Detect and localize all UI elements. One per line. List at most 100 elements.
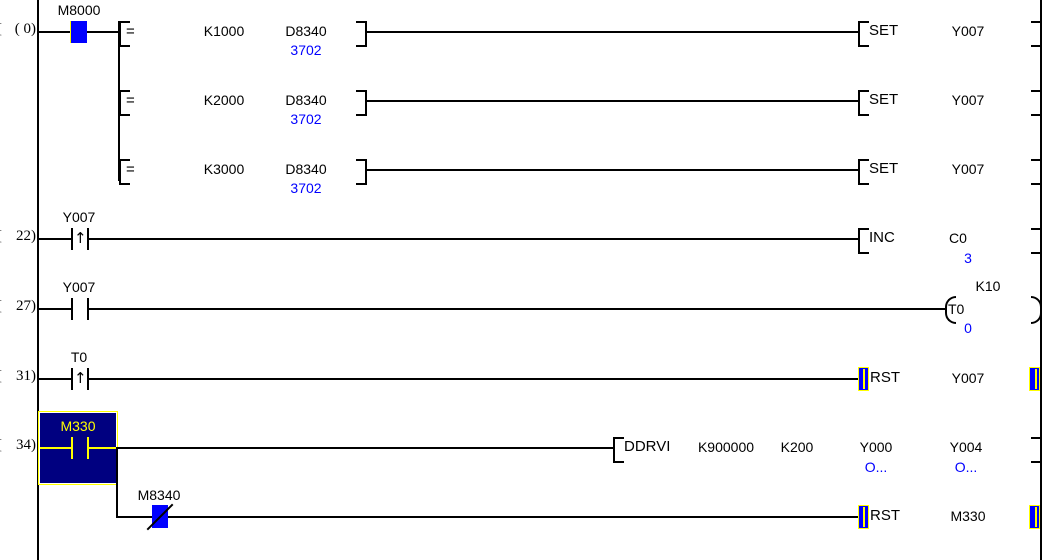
left-power-rail (37, 0, 39, 560)
wire-rung27-right (89, 308, 945, 310)
wire-rung22-right (89, 238, 859, 240)
close-bracket-cmp-0 (356, 21, 367, 47)
monitor-value-1-1: 3702 (290, 111, 322, 127)
wire-rung22-left (39, 238, 71, 240)
instruction-inc[interactable]: INC (869, 229, 895, 246)
instruction-set-2[interactable]: SET (869, 160, 899, 177)
close-bracket-set-1 (1031, 90, 1042, 116)
coil-left-t0 (945, 296, 956, 324)
compare-operator-1: = (126, 92, 135, 109)
monitor-value-ddrvi-2: O... (864, 459, 888, 475)
step-bracket-4: [ (0, 437, 2, 454)
close-bracket-inc (1031, 228, 1042, 254)
output-device-1: Y007 (951, 92, 985, 108)
wire-rung0-after-contact (87, 31, 119, 33)
output-device-m330-rst: M330 (950, 508, 986, 524)
monitor-value-c0: 3 (964, 250, 972, 266)
instruction-ddrvi[interactable]: DDRVI (624, 438, 671, 455)
open-bracket-rst-m330-selected[interactable] (858, 505, 869, 529)
contact-bar-right (87, 228, 89, 250)
step-number-1: 22) (16, 228, 36, 244)
wire-branch-1 (365, 100, 859, 102)
close-bracket-cmp-2 (356, 159, 367, 185)
open-bracket-ddrvi (613, 437, 624, 463)
contact-bar-left (71, 437, 73, 459)
contact-highlight-edge (70, 21, 71, 43)
instruction-rst-m330[interactable]: RST (870, 507, 900, 524)
wire-branch-0 (365, 31, 859, 33)
operand-ddrvi-0: K900000 (697, 439, 755, 455)
step-bracket-0: [ (0, 21, 2, 38)
close-bracket-rst-y007-selected[interactable] (1029, 367, 1040, 391)
instruction-set-0[interactable]: SET (869, 22, 899, 39)
device-label-m8340: M8340 (137, 487, 181, 503)
open-bracket-set-2 (858, 159, 869, 185)
output-device-t0: T0 (948, 301, 965, 317)
contact-bar-left (71, 228, 73, 250)
operand-0-0: K1000 (203, 23, 245, 39)
open-bracket-cmp-1 (119, 90, 130, 116)
output-device-0: Y007 (951, 23, 985, 39)
output-device-2: Y007 (951, 161, 985, 177)
wire-branch-2 (365, 169, 859, 171)
contact-bar-right (87, 368, 89, 390)
operand-ddrvi-3: Y004 (949, 439, 983, 455)
close-bracket-set-0 (1031, 21, 1042, 47)
selected-wire-right (89, 447, 116, 449)
contact-y007-no[interactable] (71, 298, 89, 320)
open-bracket-cmp-0 (119, 21, 130, 47)
monitor-value-0-1: 3702 (290, 42, 322, 58)
open-bracket-set-0 (858, 21, 869, 47)
branch-drop-rung34 (116, 447, 118, 517)
close-bracket-ddrvi (1031, 437, 1042, 463)
contact-bar-right (87, 437, 89, 459)
device-label-y007-27: Y007 (62, 279, 96, 295)
wire-rung27-left (39, 308, 71, 310)
instruction-set-1[interactable]: SET (869, 91, 899, 108)
contact-m8000[interactable] (70, 21, 87, 43)
compare-operator-0: = (126, 23, 135, 40)
open-bracket-inc (858, 228, 869, 254)
operand-0-1: D8340 (285, 23, 327, 39)
monitor-value-2-1: 3702 (290, 180, 322, 196)
rising-edge-arrow-icon: ↑ (74, 229, 87, 247)
operand-1-0: K2000 (203, 92, 245, 108)
device-label-y007-22: Y007 (62, 209, 96, 225)
step-bracket-3: [ (0, 368, 2, 385)
close-bracket-rst-m330-selected[interactable] (1029, 505, 1040, 529)
close-bracket-cmp-1 (356, 90, 367, 116)
open-bracket-set-1 (858, 90, 869, 116)
contact-y007-rising-edge[interactable]: ↑ (71, 228, 89, 250)
operand-2-0: K3000 (203, 161, 245, 177)
contact-bar-left (71, 298, 73, 320)
contact-bar-left (71, 368, 73, 390)
right-power-rail (1040, 0, 1042, 560)
operand-ddrvi-2: Y000 (859, 439, 893, 455)
wire-rung0-left (39, 31, 71, 33)
monitor-value-ddrvi-3: O... (954, 459, 978, 475)
contact-t0-rising-edge[interactable]: ↑ (71, 368, 89, 390)
contact-bar-right (87, 298, 89, 320)
timer-preset-k10: K10 (975, 278, 1001, 294)
step-bracket-1: [ (0, 228, 2, 245)
wire-rung31-right (89, 378, 859, 380)
wire-rung34-sub-left (116, 516, 152, 518)
operand-1-1: D8340 (285, 92, 327, 108)
operand-ddrvi-1: K200 (780, 439, 814, 455)
wire-rung34-main (116, 447, 613, 449)
compare-operator-2: = (126, 161, 135, 178)
rising-edge-arrow-icon: ↑ (74, 369, 87, 387)
instruction-rst-y007[interactable]: RST (870, 369, 900, 386)
wire-rung31-left (39, 378, 71, 380)
open-bracket-cmp-2 (119, 159, 130, 185)
step-bracket-2: [ (0, 298, 2, 315)
step-number-3: 31) (16, 368, 36, 384)
step-number-0: ( 0) (14, 21, 36, 37)
device-label-m8000: M8000 (57, 2, 101, 18)
output-device-c0: C0 (949, 230, 967, 246)
output-device-y007-rst: Y007 (951, 370, 985, 386)
wire-rung34-sub-right (168, 516, 859, 518)
close-bracket-set-2 (1031, 159, 1042, 185)
open-bracket-rst-y007-selected[interactable] (858, 367, 869, 391)
